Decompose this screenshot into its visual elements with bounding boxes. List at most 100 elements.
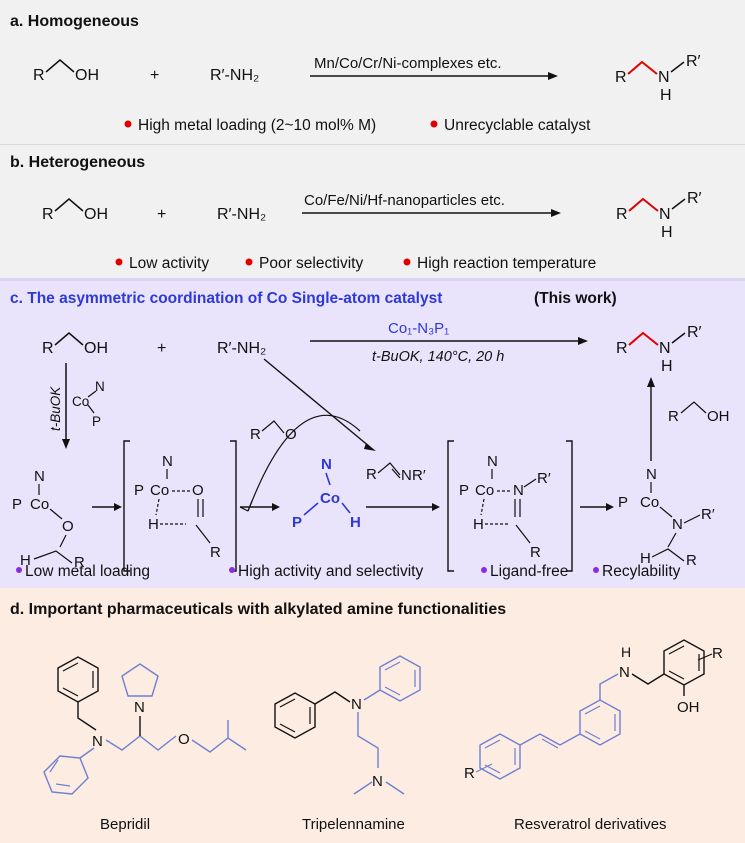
bullet-dot [124, 120, 132, 128]
amine-label: R′-NH₂ [210, 67, 259, 84]
panel-heterogeneous: b. Heterogeneous R OH + R′-NH₂ Co/Fe/Ni/… [0, 144, 745, 279]
panel-d-structures: d. Important pharmaceuticals with alkyla… [10, 601, 723, 833]
alcohol-bond [45, 59, 75, 73]
ring-double-bonds [584, 705, 616, 740]
arrow-head [551, 209, 561, 217]
co-label: Co [30, 496, 49, 513]
o-label: O [62, 518, 74, 535]
p-label: P [618, 494, 628, 511]
ethyl-chain [357, 712, 379, 768]
n-label: N [321, 456, 332, 473]
ring-double-bonds [668, 645, 700, 680]
n-label: N [34, 468, 45, 485]
methyl-bonds [353, 781, 405, 795]
benzene-ring [274, 692, 316, 739]
product-rp-label: R′ [686, 53, 701, 70]
bond [480, 498, 485, 516]
bullet-dot [16, 567, 22, 573]
panel-d-title: d. Important pharmaceuticals with alkyla… [10, 601, 506, 618]
co-label: Co [640, 494, 659, 511]
drug-name: Bepridil [100, 816, 150, 833]
alcohol-r-label: R [33, 67, 45, 84]
r-label: R [250, 426, 261, 443]
panel-c-scheme: c. The asymmetric coordination of Co Sin… [10, 290, 730, 580]
r-label: R [366, 466, 377, 483]
phenol-ring [663, 639, 705, 686]
arrow-head [606, 503, 614, 511]
bond [377, 462, 401, 476]
benzyl-bond [314, 691, 351, 705]
amine-arrow [263, 358, 371, 448]
alcohol-oh-label: OH [75, 67, 99, 84]
bond [683, 514, 701, 524]
p-label: P [134, 482, 144, 499]
bond [475, 763, 493, 773]
product-h-label: H [661, 358, 673, 375]
alcohol-bond [680, 401, 707, 414]
bullet-text: Low activity [129, 255, 209, 272]
product-r-label: R [616, 206, 628, 223]
product-nr-bond [671, 332, 686, 344]
drug-name: Resveratrol derivatives [514, 816, 667, 833]
product-rp-label: R′ [687, 190, 702, 207]
product-h-label: H [660, 87, 672, 104]
bond [303, 502, 319, 516]
oh-atom: OH [677, 699, 700, 716]
panel-c-title: c. The asymmetric coordination of Co Sin… [10, 290, 442, 307]
bond [515, 524, 531, 544]
bond [33, 550, 73, 564]
bond [631, 673, 665, 685]
arrow-head [62, 439, 70, 449]
bepridil-structure: N N O [43, 656, 247, 795]
h-label: H [148, 516, 159, 533]
alcohol-oh-label: OH [707, 408, 730, 425]
bullet-dot [430, 120, 438, 128]
co-label: Co [475, 482, 494, 499]
plus-sign: + [157, 340, 166, 357]
bullet-dot [403, 258, 411, 266]
bond [197, 499, 204, 517]
bond [195, 524, 211, 544]
n-label: N [672, 516, 683, 533]
ring-double-bonds [279, 698, 311, 733]
n-label: N [487, 453, 498, 470]
ring-double-bonds [384, 661, 416, 696]
tripelennamine-structure: N N [274, 655, 421, 795]
curved-arrow-head [239, 500, 253, 512]
bracket-left [447, 440, 454, 572]
arrow-head [647, 377, 655, 387]
plus-sign: + [150, 67, 159, 84]
o-label: O [285, 426, 297, 443]
panel-c-title-suffix: (This work) [534, 290, 617, 307]
bullet-dot [229, 567, 235, 573]
p-label: P [12, 496, 22, 513]
bond [79, 747, 95, 759]
bond [325, 472, 331, 486]
bond [523, 478, 537, 488]
n-atom: N [372, 773, 383, 790]
panel-b-title: b. Heterogeneous [10, 154, 145, 171]
product-n-label: N [659, 206, 671, 223]
pyrrolidine-ring [121, 663, 159, 697]
bullet-text: High reaction temperature [417, 255, 596, 272]
arrow-head [114, 503, 122, 511]
isobutyl-bonds [191, 720, 247, 753]
bond [59, 534, 67, 548]
benzene-ring [579, 699, 621, 746]
n-label: N [95, 379, 105, 394]
catalyst-label: Co/Fe/Ni/Hf-nanoparticles etc. [304, 192, 505, 209]
bond [667, 532, 677, 548]
alcohol-r-label: R [42, 340, 54, 357]
product-r-label: R [615, 69, 627, 86]
drug-name: Tripelennamine [302, 816, 405, 833]
amine-label: R′-NH₂ [217, 340, 266, 357]
bullet-dot [593, 567, 599, 573]
bond [49, 508, 63, 520]
catalyst-label: Co₁-N₃P₁ [388, 320, 449, 337]
bond [514, 499, 521, 517]
curved-arrow [247, 414, 361, 512]
arrow-head [548, 72, 558, 80]
o-atom: O [178, 731, 190, 748]
resveratrol-structure: R H N R OH [464, 639, 723, 782]
p-label: P [292, 514, 302, 531]
